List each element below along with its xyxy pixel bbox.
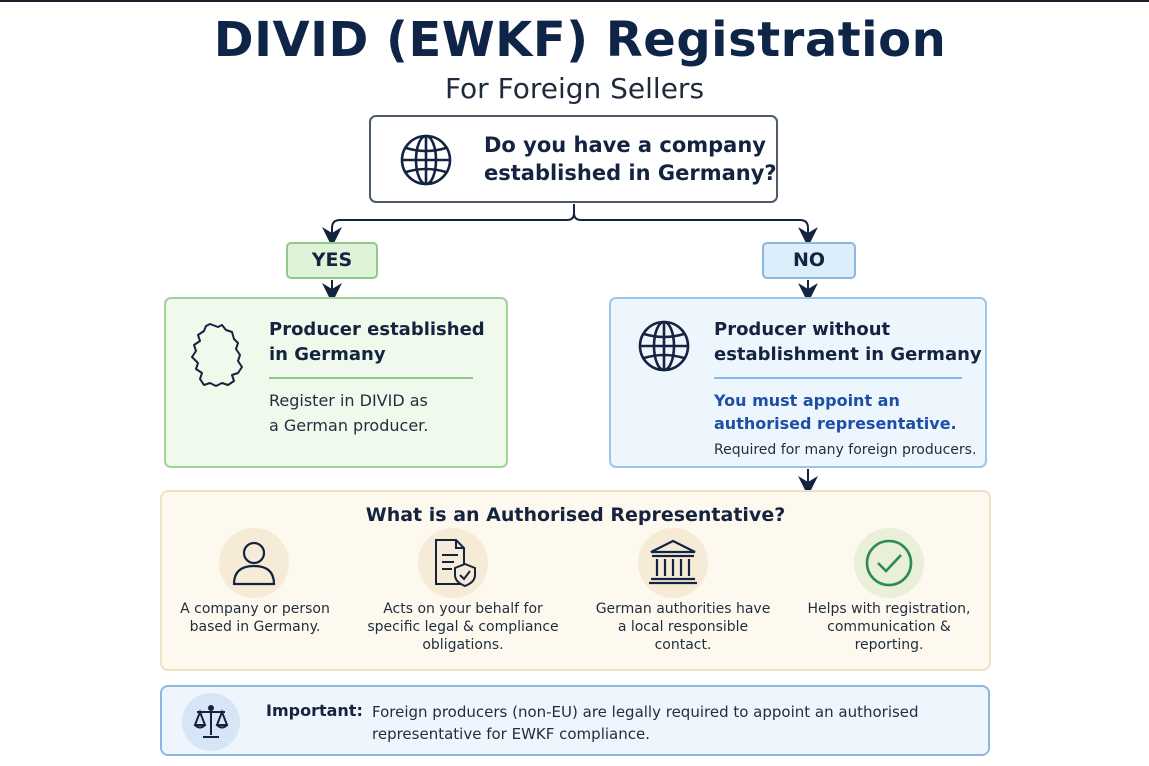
yes-card-title: Producer established in Germany (269, 319, 485, 365)
question-box: Do you have a company established in Ger… (369, 115, 778, 203)
no-card-note: Required for many foreign producers. (714, 442, 977, 458)
globe-icon (638, 320, 690, 372)
important-label: Important: (266, 701, 363, 720)
representative-section: What is an Authorised Representative? A … (160, 490, 991, 671)
important-notice: Important: Foreign producers (non-EU) ar… (160, 685, 990, 756)
scales-icon (193, 705, 229, 738)
step-2-circle (418, 528, 488, 598)
important-icon-circle (182, 693, 240, 751)
yes-pill: YES (286, 242, 378, 279)
globe-icon (400, 134, 452, 186)
yes-card: Producer established in Germany Register… (164, 297, 508, 468)
government-building-icon (649, 539, 697, 585)
step-1-circle (219, 528, 289, 598)
person-icon (232, 541, 276, 586)
step-4-circle (854, 528, 924, 598)
no-pill: NO (762, 242, 856, 279)
step-4-text: Helps with registration, communication &… (807, 601, 971, 653)
step-3-text: German authorities have a local responsi… (595, 601, 771, 653)
important-text: Foreign producers (non-EU) are legally r… (372, 703, 919, 743)
yes-card-divider (269, 377, 473, 379)
question-text: Do you have a company established in Ger… (484, 133, 777, 185)
step-2-text: Acts on your behalf for specific legal &… (367, 601, 559, 653)
germany-map-icon (191, 323, 243, 387)
no-card-highlight: You must appoint an authorised represent… (714, 391, 957, 433)
page-subtitle: For Foreign Sellers (444, 72, 705, 105)
page-title: DIVID (EWKF) Registration (213, 12, 947, 68)
yes-card-body: Register in DIVID as a German producer. (269, 391, 429, 435)
no-card-title: Producer without establishment in German… (714, 319, 982, 365)
step-1-text: A company or person based in Germany. (180, 601, 330, 635)
no-card: Producer without establishment in German… (609, 297, 987, 468)
checkmark-circle-icon (865, 539, 913, 587)
step-3-circle (638, 528, 708, 598)
top-border (0, 0, 1149, 2)
no-card-divider (714, 377, 962, 379)
document-shield-icon (435, 539, 476, 588)
representative-title: What is an Authorised Representative? (365, 504, 786, 526)
